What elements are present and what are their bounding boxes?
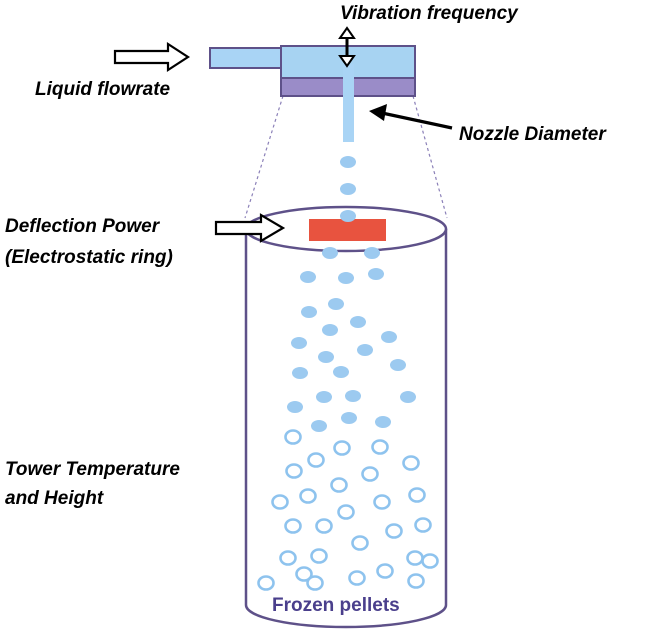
droplet <box>357 344 373 356</box>
droplet <box>328 298 344 310</box>
frozen-pellet <box>373 494 391 510</box>
droplet <box>364 247 380 259</box>
droplet <box>345 390 361 402</box>
projection-line-right <box>412 95 448 219</box>
droplet <box>300 271 316 283</box>
droplet <box>292 367 308 379</box>
vibration-frequency-label: Vibration frequency <box>340 3 519 24</box>
droplet <box>287 401 303 413</box>
flowrate-arrow-icon <box>113 41 191 73</box>
droplet <box>338 272 354 284</box>
frozen-pellet <box>285 463 303 479</box>
electrostatic-ring <box>309 219 386 241</box>
droplet <box>340 183 356 195</box>
frozen-pellet <box>307 452 325 468</box>
droplet <box>341 412 357 424</box>
tower-body <box>244 229 448 629</box>
frozen-pellet <box>279 550 297 566</box>
frozen-pellet <box>284 518 302 534</box>
droplet-group <box>287 156 416 432</box>
droplet <box>333 366 349 378</box>
deflection-power-label: Deflection Power <box>5 216 161 237</box>
frozen-pellet <box>402 455 420 471</box>
frozen-pellet <box>330 477 348 493</box>
electrostatic-ring-label: (Electrostatic ring) <box>5 247 173 268</box>
nozzle-pointer-arrow-icon <box>369 104 453 130</box>
frozen-pellet <box>408 487 426 503</box>
droplet <box>400 391 416 403</box>
tower-height-label: and Height <box>5 488 104 509</box>
frozen-pellet-group <box>257 429 439 591</box>
frozen-pellet <box>257 575 275 591</box>
frozen-pellet <box>407 573 425 589</box>
frozen-pellet <box>385 523 403 539</box>
frozen-pellet <box>299 488 317 504</box>
vibration-arrow-icon <box>338 26 356 68</box>
droplet <box>340 156 356 168</box>
droplet <box>322 247 338 259</box>
liquid-jet <box>343 64 354 142</box>
frozen-pellet <box>284 429 302 445</box>
droplet <box>301 306 317 318</box>
liquid-flowrate-label: Liquid flowrate <box>35 79 171 100</box>
droplet <box>311 420 327 432</box>
projection-line-left <box>244 95 284 219</box>
frozen-pellet <box>414 517 432 533</box>
droplet <box>316 391 332 403</box>
frozen-pellets-label: Frozen pellets <box>272 595 400 616</box>
frozen-pellet <box>295 566 313 582</box>
nozzle-diameter-label: Nozzle Diameter <box>459 124 607 145</box>
frozen-pellet <box>371 439 389 455</box>
liquid-feed-pipe <box>209 47 285 69</box>
frozen-pellet <box>351 535 369 551</box>
frozen-pellet <box>315 518 333 534</box>
frozen-pellet <box>271 494 289 510</box>
droplet <box>375 416 391 428</box>
frozen-pellet <box>333 440 351 456</box>
frozen-pellet <box>421 553 439 569</box>
droplet <box>350 316 366 328</box>
frozen-pellet <box>337 504 355 520</box>
droplet <box>340 210 356 222</box>
frozen-pellet <box>406 550 424 566</box>
droplet <box>381 331 397 343</box>
droplet <box>368 268 384 280</box>
deflection-arrow-icon <box>214 213 286 243</box>
droplet <box>291 337 307 349</box>
tower-temperature-label: Tower Temperature <box>5 459 180 480</box>
frozen-pellet <box>361 466 379 482</box>
frozen-pellet <box>306 575 324 591</box>
frozen-pellet <box>376 563 394 579</box>
droplet <box>322 324 338 336</box>
frozen-pellet <box>348 570 366 586</box>
frozen-pellet <box>310 548 328 564</box>
droplet <box>390 359 406 371</box>
droplet <box>318 351 334 363</box>
